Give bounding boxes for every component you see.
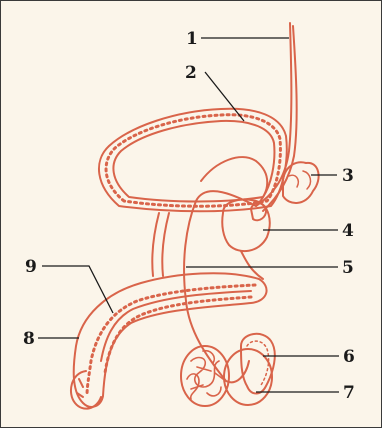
glans-detail — [77, 379, 83, 397]
vas-deferens — [184, 23, 291, 382]
label-9: 9 — [25, 257, 37, 277]
testis-coil-texture — [187, 351, 223, 399]
seminal-vesicle-detail — [289, 171, 310, 189]
label-4: 4 — [342, 221, 354, 241]
label-5: 5 — [342, 258, 354, 278]
label-7: 7 — [343, 383, 355, 403]
testis — [224, 349, 272, 405]
label-6: 6 — [343, 347, 355, 367]
seminal-vesicle — [283, 162, 319, 203]
prostate-gland-small — [251, 203, 266, 220]
label-1: 1 — [186, 29, 198, 49]
urethra-pelvic — [152, 213, 169, 276]
epididymis-detail — [247, 341, 269, 385]
label-3: 3 — [342, 166, 354, 186]
label-8: 8 — [23, 329, 35, 349]
label-2: 2 — [185, 63, 197, 83]
leader-line-2 — [205, 72, 244, 121]
corpus-texture-lower — [105, 297, 251, 373]
leader-line-9 — [42, 266, 113, 313]
bladder-inner-wall — [113, 121, 274, 202]
